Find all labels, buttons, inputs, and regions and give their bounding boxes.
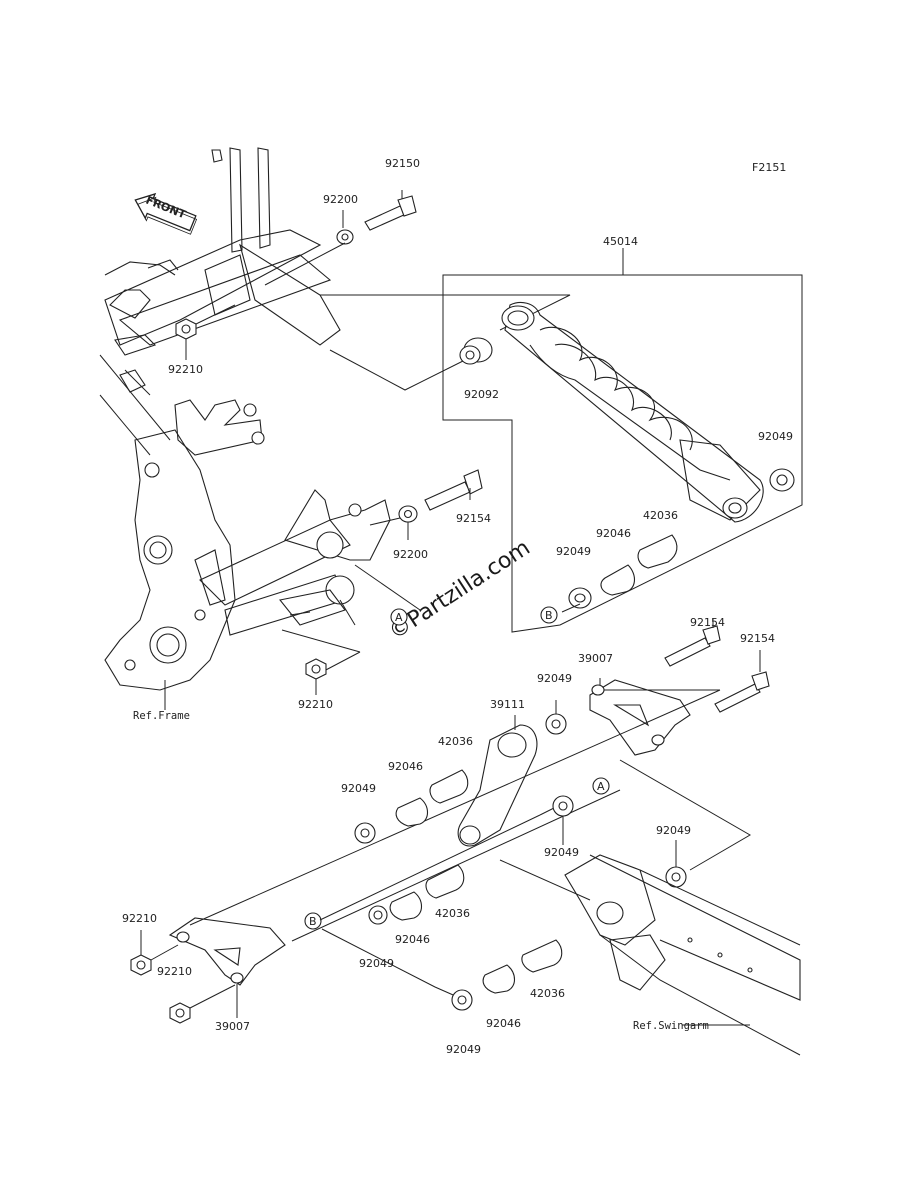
part-39111[interactable]: 39111	[490, 698, 525, 711]
part-92049-shock-b[interactable]: 92049	[556, 545, 591, 558]
part-92210-mid[interactable]: 92210	[298, 698, 333, 711]
part-42036-link-low[interactable]: 42036	[435, 907, 470, 920]
svg-text:B: B	[309, 915, 317, 928]
marker-b-upper: B	[540, 606, 558, 624]
part-92049-bottom[interactable]: 92049	[446, 1043, 481, 1056]
part-39007-left[interactable]: 39007	[215, 1020, 250, 1033]
part-92210-left1[interactable]: 92210	[122, 912, 157, 925]
part-92046-link-top[interactable]: 92046	[388, 760, 423, 773]
upper-shock-bolt	[305, 469, 483, 695]
marker-b-lower: B	[304, 912, 322, 930]
part-92049-link-top[interactable]: 92049	[537, 672, 572, 685]
ref-frame-label: Ref.Frame	[133, 710, 190, 722]
part-92049-link-a[interactable]: 92049	[544, 846, 579, 859]
swingarm-drawing	[564, 854, 801, 1056]
part-92154-upper[interactable]: 92154	[456, 512, 491, 525]
marker-a-lower: A	[592, 777, 610, 795]
marker-a-upper: A	[390, 608, 408, 626]
part-92154-right1[interactable]: 92154	[690, 616, 725, 629]
part-92200-mid[interactable]: 92200	[393, 548, 428, 561]
frame-drawing	[99, 147, 421, 710]
top-fasteners	[175, 190, 417, 360]
part-42036-link-top[interactable]: 42036	[438, 735, 473, 748]
ref-swingarm-label: Ref.Swingarm	[633, 1020, 709, 1032]
part-92049-link-left[interactable]: 92049	[341, 782, 376, 795]
svg-text:A: A	[395, 611, 403, 624]
linkage-drawing	[130, 618, 770, 1024]
part-92046-shock[interactable]: 92046	[596, 527, 631, 540]
part-42036-bottom[interactable]: 42036	[530, 987, 565, 1000]
front-arrow-icon	[134, 192, 198, 235]
part-92210-left2[interactable]: 92210	[157, 965, 192, 978]
svg-text:A: A	[597, 780, 605, 793]
part-92092[interactable]: 92092	[464, 388, 499, 401]
part-92049-swing[interactable]: 92049	[656, 824, 691, 837]
part-39007-right[interactable]: 39007	[578, 652, 613, 665]
part-92200-top[interactable]: 92200	[323, 193, 358, 206]
figure-code: F2151	[752, 161, 786, 174]
part-92150[interactable]: 92150	[385, 157, 420, 170]
part-92049-link-low[interactable]: 92049	[359, 957, 394, 970]
shock-absorber-group	[320, 248, 803, 633]
part-42036-shock[interactable]: 42036	[643, 509, 678, 522]
svg-text:B: B	[545, 609, 553, 622]
part-92046-link-low[interactable]: 92046	[395, 933, 430, 946]
part-92046-bottom[interactable]: 92046	[486, 1017, 521, 1030]
part-45014[interactable]: 45014	[603, 235, 638, 248]
part-92154-right2[interactable]: 92154	[740, 632, 775, 645]
part-92049-shock[interactable]: 92049	[758, 430, 793, 443]
part-92210-top[interactable]: 92210	[168, 363, 203, 376]
